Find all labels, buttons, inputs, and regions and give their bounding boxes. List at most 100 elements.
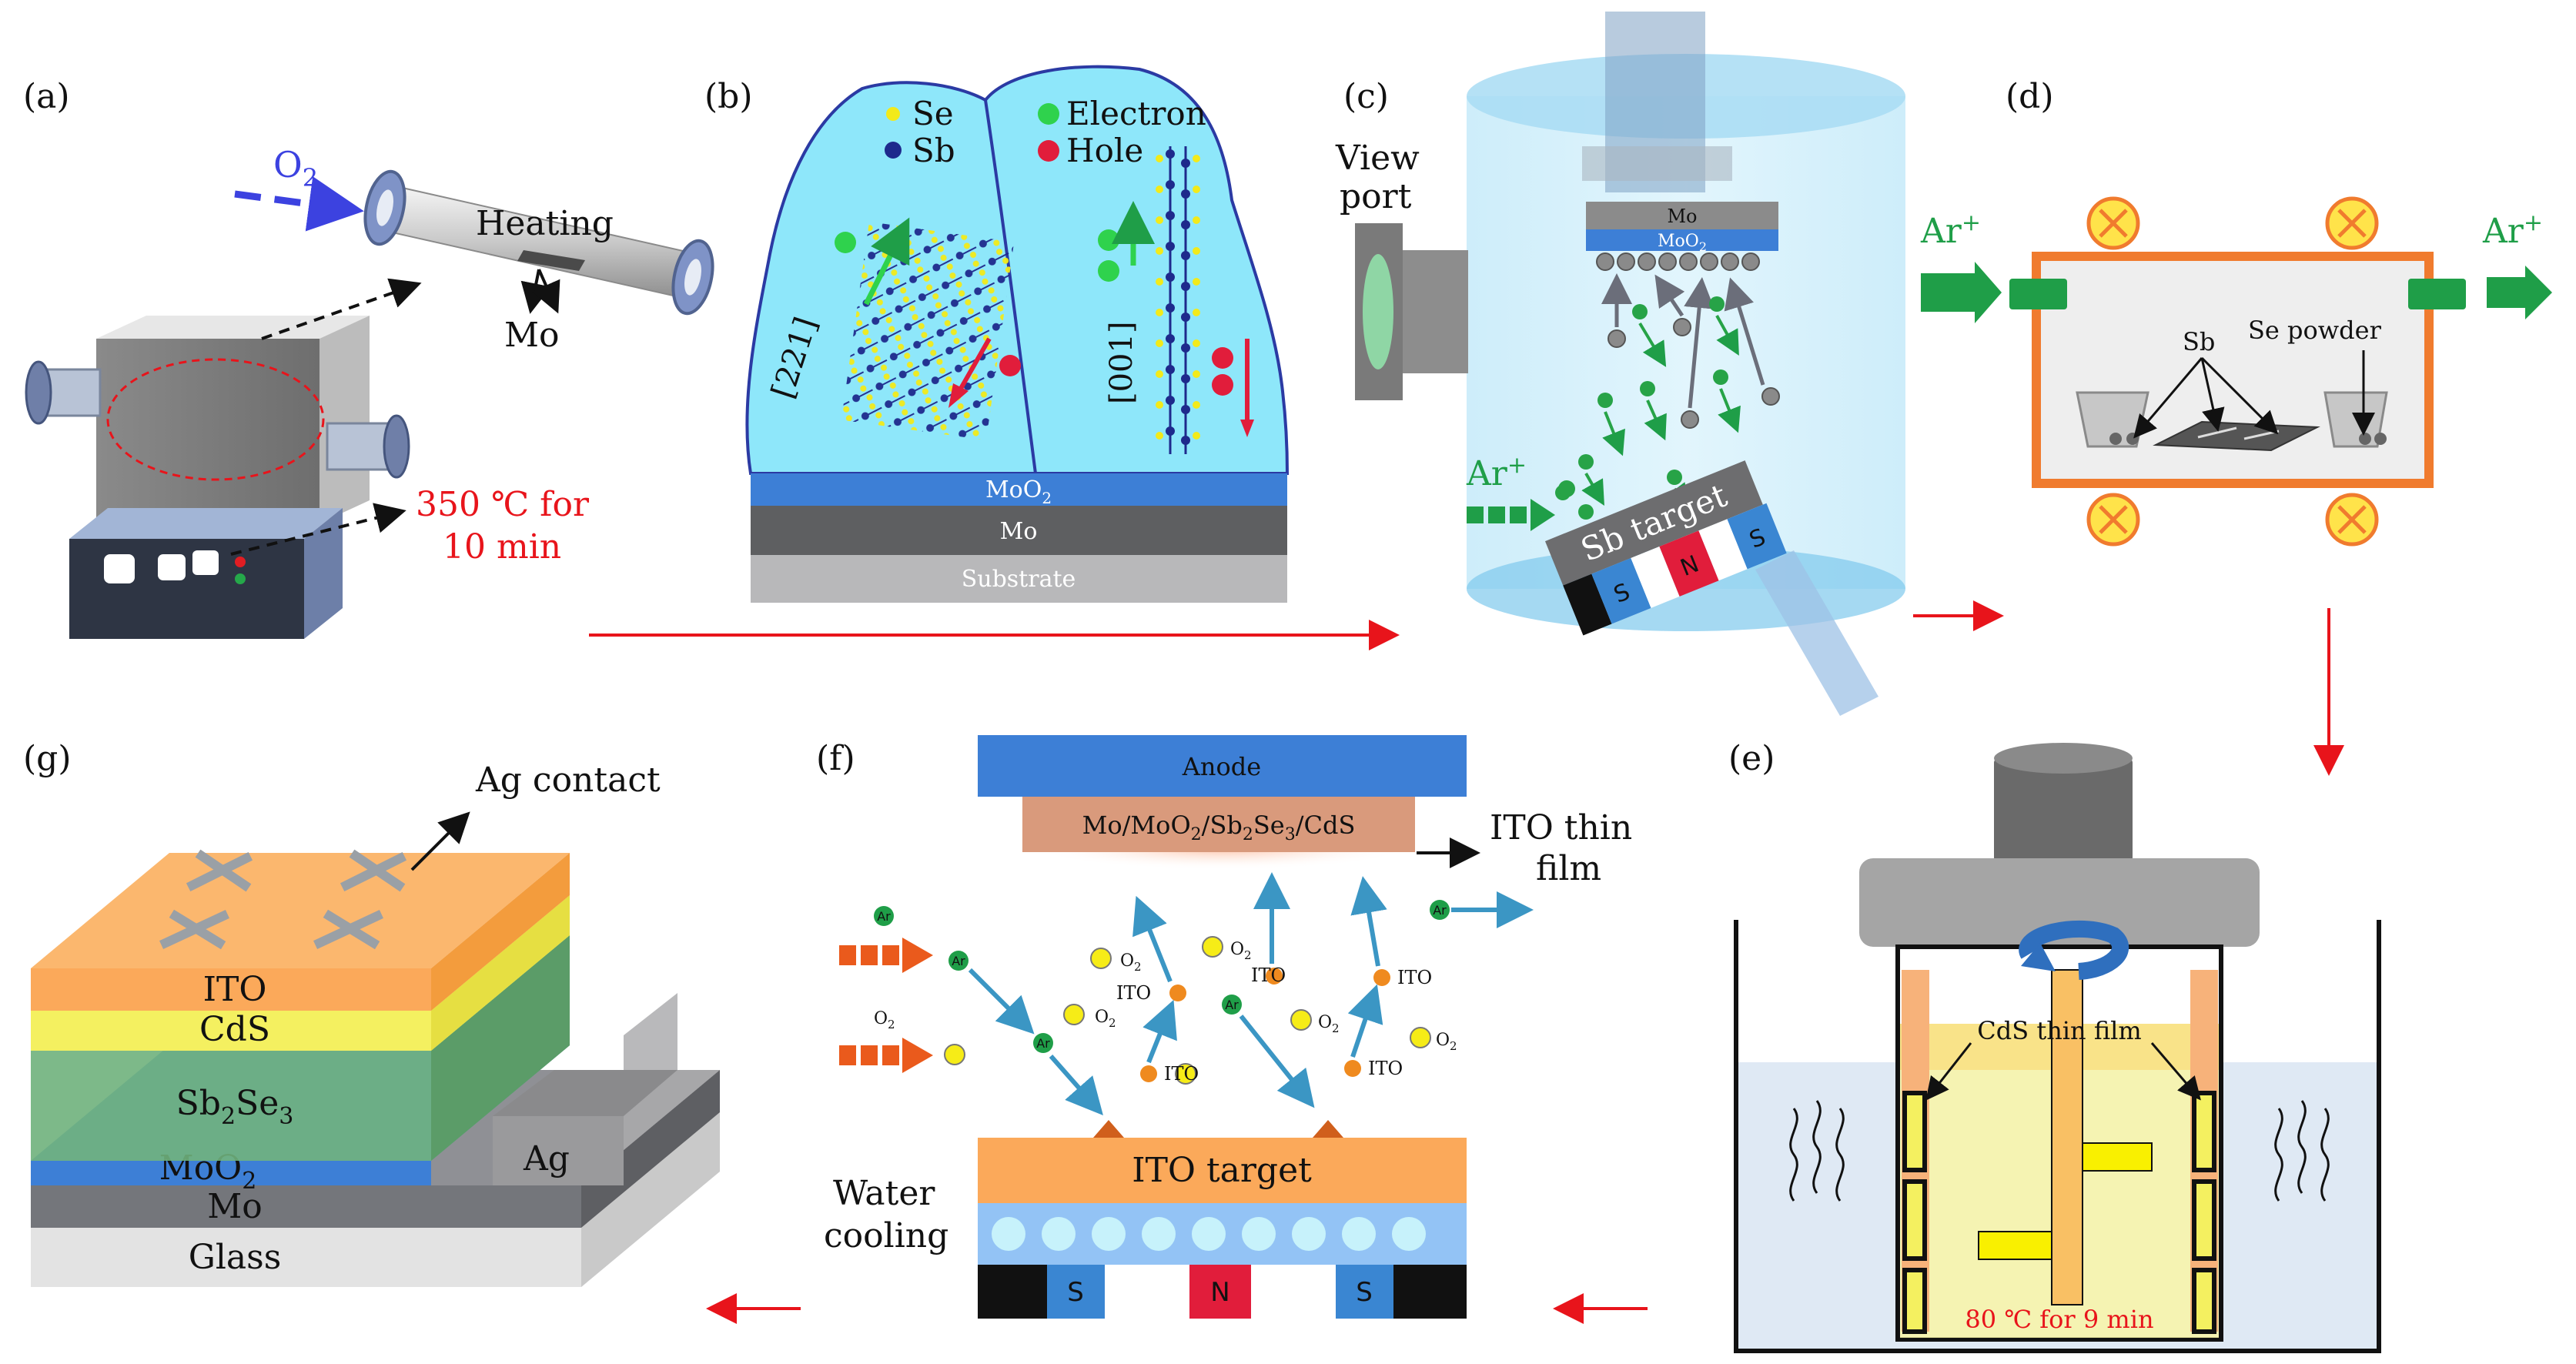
svg-text:ITO: ITO (1368, 1058, 1403, 1079)
stirrer-motor (1994, 758, 2133, 862)
electron (835, 232, 856, 253)
device-stack-label: Mo/MoO2/Sb2Se3/CdS (1082, 811, 1356, 844)
ito-target (978, 1138, 1467, 1203)
legend-sb-label: Sb (912, 132, 955, 169)
panel-a-label: (a) (23, 77, 70, 116)
ito-label-g: ITO (203, 970, 267, 1009)
anode-label: Anode (1182, 752, 1261, 781)
electron (1098, 260, 1119, 282)
ar-in-label: Ar+ (1920, 209, 1981, 251)
hole (1212, 374, 1233, 396)
ito-target-label: ITO target (1132, 1151, 1312, 1190)
ito-film-label-2: film (1536, 849, 1601, 888)
panel-b: (b) Se Sb Electron Hole (704, 65, 1290, 603)
se-powder-label: Se powder (2248, 316, 2382, 345)
cds-label-g: CdS (199, 1010, 270, 1049)
svg-text:O2: O2 (1230, 940, 1252, 962)
svg-text:ITO: ITO (1251, 964, 1286, 986)
svg-text:O2: O2 (874, 1009, 895, 1031)
panel-f-label: (f) (816, 739, 855, 778)
mo-layer-g (31, 1185, 581, 1228)
sb2se3-label: Sb2Se3 (176, 1084, 294, 1130)
orientation-001: [001] (1104, 321, 1139, 404)
ito-sputter-particles: Ar Ar Ar Ar Ar O2 O2 O2 O2 O2 (874, 872, 1534, 1115)
substrate-layer-label: Substrate (962, 566, 1076, 593)
mo-sample-label: Mo (504, 316, 560, 355)
legend-electron-label: Electron (1066, 95, 1206, 132)
heating-zone-outline (106, 358, 325, 481)
mo-layer-label: Mo (1000, 518, 1038, 545)
ito-particle-label: ITO (1116, 982, 1151, 1004)
mo-substrate-label: Mo (1667, 206, 1697, 227)
magnet-s-right-f: S (1356, 1277, 1373, 1308)
ito-film-label-1: ITO thin (1490, 808, 1632, 847)
mo-label-g: Mo (207, 1187, 263, 1226)
svg-text:O2: O2 (1436, 1031, 1457, 1053)
heating-tube (363, 169, 714, 316)
panel-f: (f) Anode Mo/MoO2/Sb2Se3/CdS ITO thin fi… (816, 735, 1632, 1319)
moo2-substrate-label: MoO2 (1658, 232, 1707, 254)
o2-flow-arrow (234, 176, 364, 232)
cbd-condition: 80 ℃ for 9 min (1965, 1305, 2153, 1334)
moo2-layer-g (31, 1161, 431, 1185)
mo-layer (751, 506, 1287, 555)
svg-text:O2: O2 (1318, 1013, 1340, 1035)
svg-text:Ar: Ar (952, 954, 965, 968)
panel-b-label: (b) (704, 77, 753, 116)
panel-d-label: (d) (2006, 77, 2054, 116)
view-port-label-2: port (1340, 177, 1412, 216)
view-port-label-1: View (1335, 139, 1420, 178)
heat-waves (1789, 1100, 2330, 1202)
panel-c-label: (c) (1343, 77, 1389, 116)
legend-hole-dot (1038, 140, 1059, 162)
anode (978, 735, 1467, 797)
ag-grid-contacts (159, 849, 407, 950)
moo2-layer (751, 473, 1287, 506)
ar-inflow-arrow (1921, 262, 2002, 323)
o2-label: O2 (273, 144, 318, 192)
moo2-substrate (1586, 229, 1778, 251)
svg-text:ITO: ITO (1397, 967, 1432, 988)
legend-se-label: Se (912, 95, 954, 132)
glass-label: Glass (189, 1238, 282, 1277)
magnetron-magnets: S N S (978, 1265, 1467, 1319)
panel-g-label: (g) (23, 739, 72, 778)
water-cooling-label-2: cooling (824, 1216, 948, 1255)
electron (1098, 229, 1119, 251)
svg-text:Ar: Ar (877, 909, 891, 924)
sb2se3-ribbons-tilted (841, 222, 1015, 440)
legend-sb-dot (885, 142, 902, 159)
magnet-n-f: N (1210, 1277, 1229, 1308)
sb-target-assembly: Sb target S N S (1544, 460, 1787, 636)
panel-e: (e) CdS thin film 80 ℃ for 9 min (1728, 739, 2381, 1353)
gas-inlets-f (839, 938, 933, 1073)
rotation-arrow (2019, 920, 2129, 980)
heating-lamps (2086, 196, 2377, 544)
panel-c: (c) View port Mo MoO2 (1335, 12, 1905, 716)
ag-label: Ag (523, 1139, 570, 1178)
deposited-atoms (1596, 252, 1760, 271)
ar-ion-label-c: Ar+ (1466, 452, 1527, 493)
device-stack (1022, 797, 1415, 852)
substrate-layer (751, 555, 1287, 603)
gas-inlet (2009, 279, 2067, 309)
svg-text:ITO: ITO (1164, 1063, 1199, 1085)
stir-rod (2051, 969, 2083, 1305)
target-holder-shaft (1755, 550, 1878, 716)
anneal-condition-2: 10 min (443, 527, 561, 567)
moo2-layer-label: MoO2 (985, 476, 1052, 507)
gas-outlet (2408, 279, 2466, 309)
ar-out-label: Ar+ (2482, 209, 2543, 251)
panel-e-label: (e) (1728, 739, 1775, 778)
ar-outflow-arrow (2487, 266, 2552, 319)
water-cooling-label-1: Water (833, 1174, 935, 1213)
svg-text:Ar: Ar (1036, 1036, 1050, 1051)
sb2se3-ribbons-vertical (1156, 146, 1200, 454)
magnet-s-left-f: S (1067, 1277, 1084, 1308)
selenization-furnace (2032, 252, 2434, 488)
cds-film-label: CdS thin film (1977, 1016, 2141, 1045)
tube-furnace (25, 316, 410, 639)
ito-layer-g (31, 968, 431, 1011)
svg-text:Ar: Ar (1433, 903, 1447, 918)
